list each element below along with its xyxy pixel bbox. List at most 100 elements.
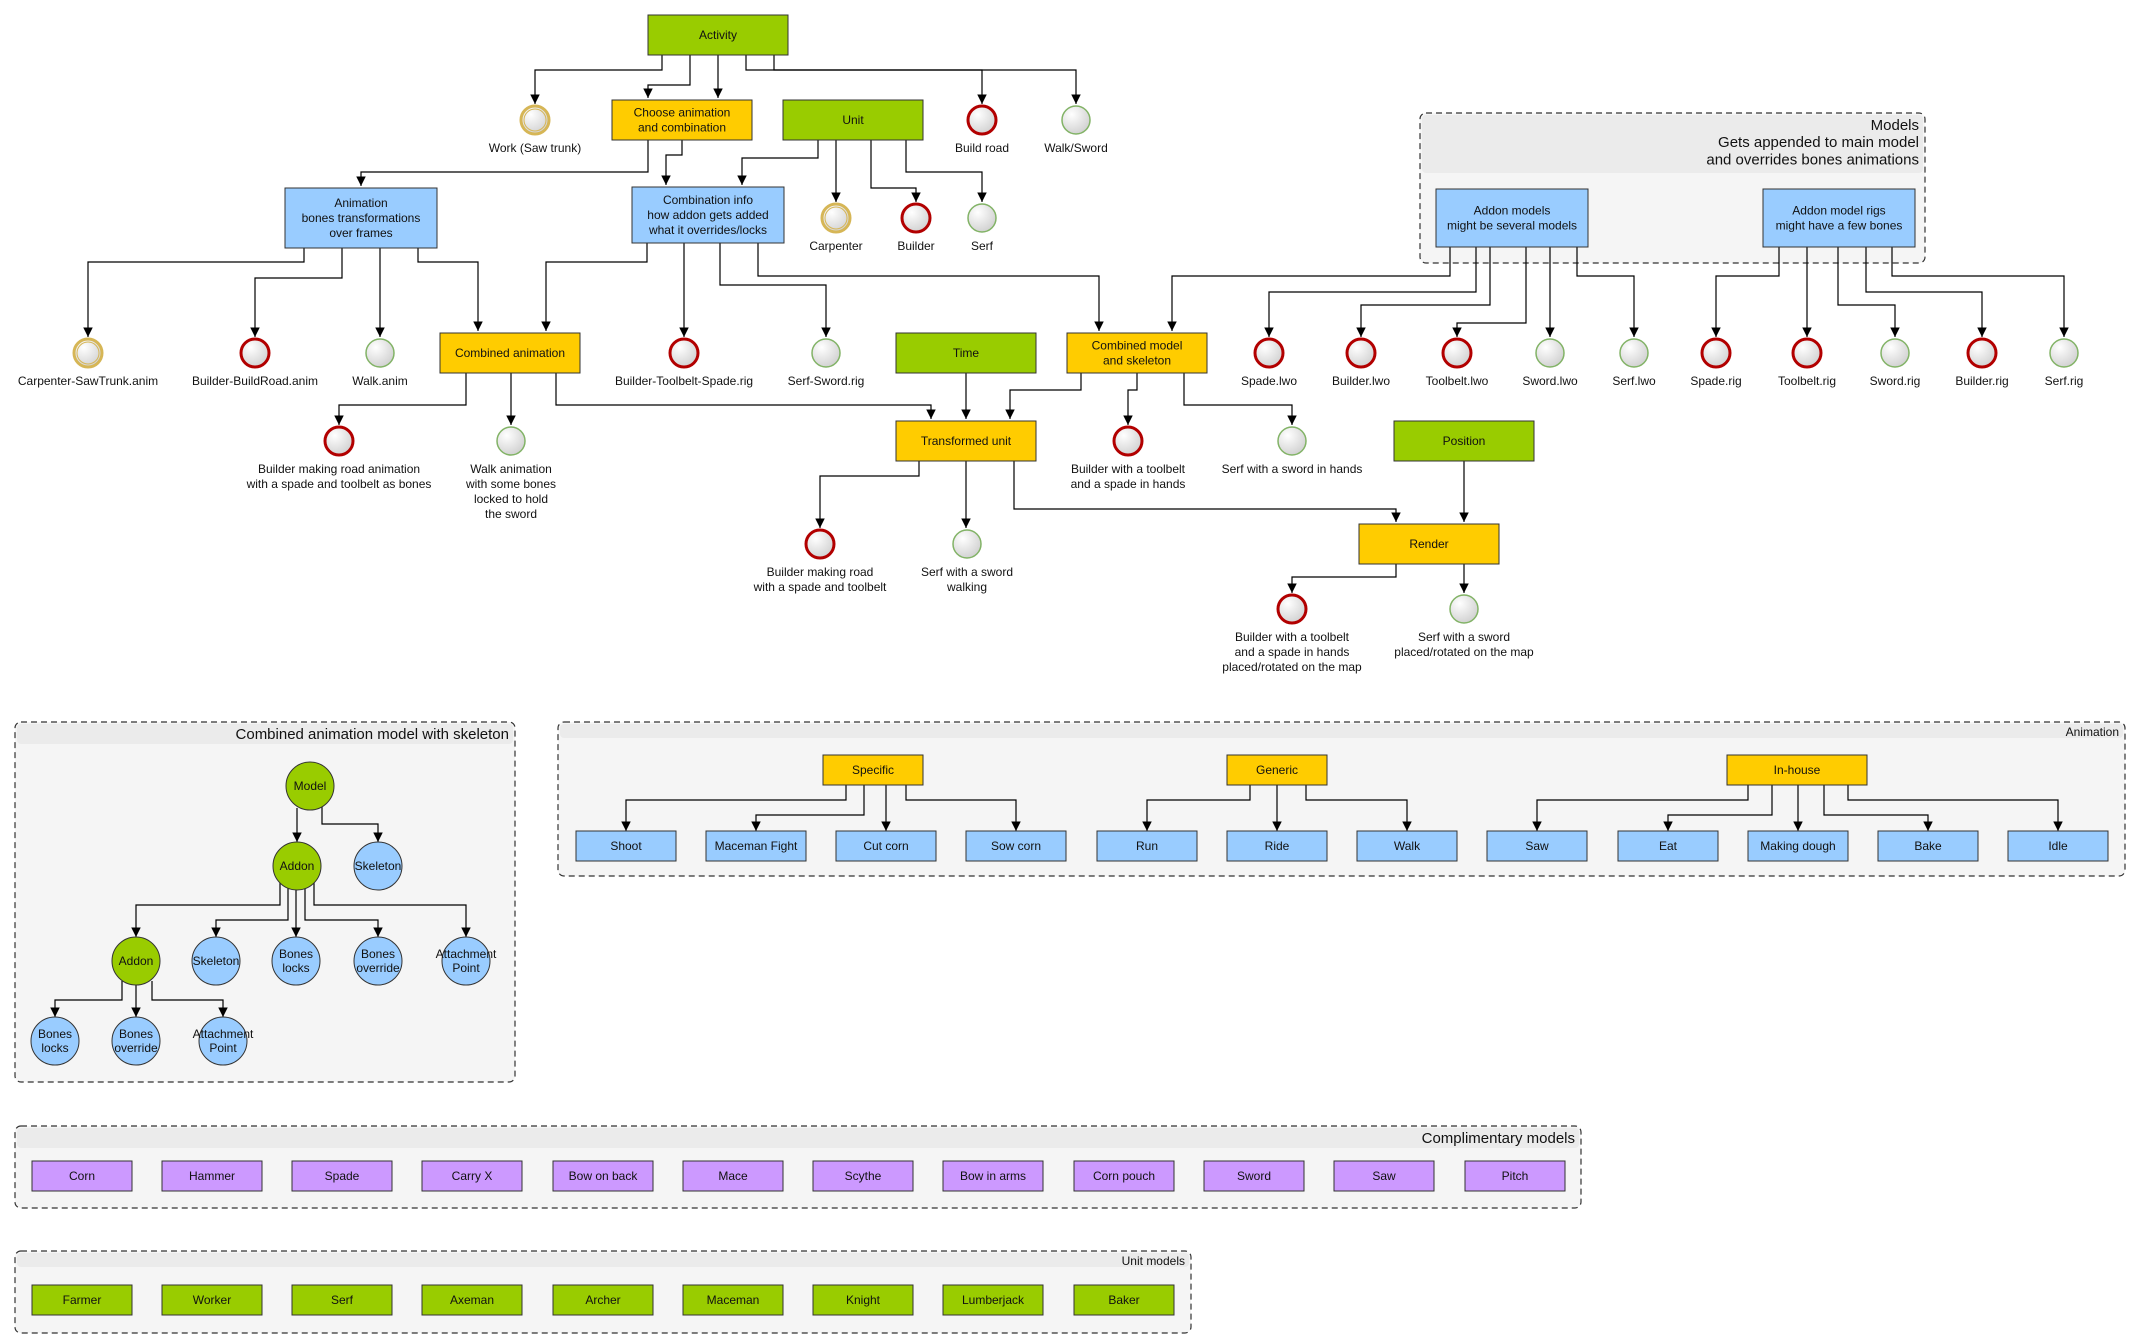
complimentary-item-label: Scythe [845, 1169, 882, 1183]
complimentary-item[interactable]: Scythe [812, 1160, 914, 1192]
edge-ge-2 [1305, 785, 1412, 831]
unit-model-item-label: Farmer [63, 1293, 102, 1307]
anim-generic-item[interactable]: Ride [1226, 830, 1328, 862]
edge-ih-0 [1532, 785, 1749, 831]
complimentary-item[interactable]: Corn pouch [1073, 1160, 1175, 1192]
complimentary-item-label: Spade [325, 1169, 360, 1183]
unit-model-item-label: Serf [331, 1293, 354, 1307]
unit-model-item[interactable]: Axeman [421, 1284, 523, 1316]
group-animation-title: Animation [2066, 725, 2119, 739]
edge-sk-a-a2 [131, 883, 281, 937]
node-render[interactable]: Render [1358, 523, 1500, 565]
node-inhouse[interactable]: In-house [1726, 754, 1868, 786]
unit-model-item[interactable]: Serf [291, 1284, 393, 1316]
anim-inhouse-item[interactable]: Idle [2007, 830, 2109, 862]
complimentary-item[interactable]: Hammer [161, 1160, 263, 1192]
edge-anim-build [250, 248, 343, 337]
end-lwo_spade-label: Spade.lwo [1241, 374, 1297, 388]
edge-unit-serf [905, 140, 987, 202]
anim-inhouse-item[interactable]: Bake [1877, 830, 1979, 862]
anim-specific-item[interactable]: Cut corn [835, 830, 937, 862]
anim-generic-item-label: Ride [1265, 839, 1290, 853]
end-walk_sword: Walk/Sword [1044, 105, 1108, 155]
end-lwo_sword-label: Sword.lwo [1522, 374, 1578, 388]
unit-model-item[interactable]: Knight [812, 1284, 914, 1316]
unit-model-item[interactable]: Archer [552, 1284, 654, 1316]
complimentary-item[interactable]: Saw [1333, 1160, 1435, 1192]
edge-ca-cab [334, 373, 467, 425]
complimentary-item-label: Bow in arms [960, 1169, 1026, 1183]
anim-inhouse-item[interactable]: Eat [1617, 830, 1719, 862]
skeleton-model[interactable]: Model [285, 761, 335, 811]
anim-specific-item-label: Maceman Fight [715, 839, 798, 853]
anim-generic-item[interactable]: Run [1096, 830, 1198, 862]
complimentary-item-label: Sword [1237, 1169, 1271, 1183]
node-generic[interactable]: Generic [1226, 754, 1328, 786]
complimentary-item[interactable]: Sword [1203, 1160, 1305, 1192]
node-specific[interactable]: Specific [822, 754, 924, 786]
anim-specific-item[interactable]: Shoot [575, 830, 677, 862]
node-generic-label: Generic [1256, 763, 1298, 777]
end-work-label: Work (Saw trunk) [489, 141, 581, 155]
complimentary-item[interactable]: Bow in arms [942, 1160, 1044, 1192]
complimentary-item[interactable]: Bow on back [552, 1160, 654, 1192]
node-combined_animation[interactable]: Combined animation [439, 332, 581, 374]
node-activity[interactable]: Activity [647, 14, 789, 56]
unit-model-item[interactable]: Farmer [31, 1284, 133, 1316]
end-anim_walk-label: Walk.anim [352, 374, 408, 388]
edge-ci-cm [757, 243, 1104, 331]
unit-model-item[interactable]: Worker [161, 1284, 263, 1316]
node-transformed_unit[interactable]: Transformed unit [895, 420, 1037, 462]
edge-anim-carp [83, 248, 305, 337]
node-time[interactable]: Time [895, 332, 1037, 374]
edge-render-rb [1287, 564, 1397, 593]
unit-model-item[interactable]: Maceman [682, 1284, 784, 1316]
end-builder-label: Builder [897, 239, 934, 253]
anim-inhouse-item[interactable]: Saw [1486, 830, 1588, 862]
end-rig_sword: Sword.rig [1870, 338, 1920, 388]
complimentary-item[interactable]: Carry X [421, 1160, 523, 1192]
unit-model-item[interactable]: Baker [1073, 1284, 1175, 1316]
skeleton-addon2[interactable]: Addon [111, 936, 161, 986]
complimentary-item[interactable]: Spade [291, 1160, 393, 1192]
skeleton-model-label: Model [294, 779, 327, 793]
anim-generic-item[interactable]: Walk [1356, 830, 1458, 862]
anim-specific-item[interactable]: Maceman Fight [705, 830, 807, 862]
node-unit[interactable]: Unit [782, 99, 924, 141]
skeleton-addon[interactable]: Addon [272, 841, 322, 891]
skeleton-skeleton2[interactable]: Skeleton [191, 936, 241, 986]
node-position[interactable]: Position [1393, 420, 1535, 462]
edge-ar-rig4 [1865, 247, 1987, 337]
complimentary-item[interactable]: Mace [682, 1160, 784, 1192]
skeleton-skeleton[interactable]: Skeleton [353, 841, 403, 891]
complimentary-item[interactable]: Pitch [1464, 1160, 1566, 1192]
anim-specific-item[interactable]: Sow corn [965, 830, 1067, 862]
edge-cm-cmb [1123, 373, 1138, 425]
anim-inhouse-item[interactable]: Making dough [1747, 830, 1849, 862]
anim-specific-item-label: Cut corn [863, 839, 908, 853]
unit-model-item[interactable]: Lumberjack [942, 1284, 1044, 1316]
complimentary-item[interactable]: Corn [31, 1160, 133, 1192]
end-rig_spade-label: Spade.rig [1690, 374, 1741, 388]
